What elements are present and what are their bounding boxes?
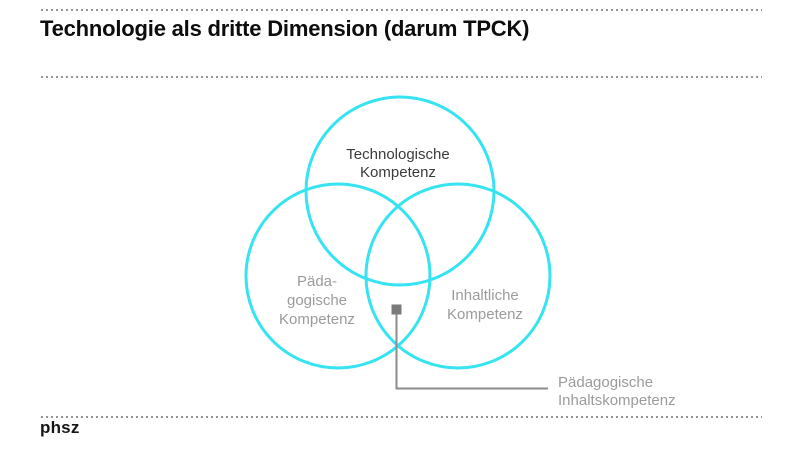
divider-under-title xyxy=(41,76,762,78)
label-inhaltliche-kompetenz: Inhaltliche Kompetenz xyxy=(447,287,523,323)
callout-paedagogische-inhaltskompetenz: Pädagogische Inhaltskompetenz xyxy=(558,374,676,409)
label-technological-kompetenz: Technologische Kompetenz xyxy=(346,146,450,181)
circle-content xyxy=(364,182,552,370)
label-paedagogische-kompetenz: Päda- gogische Kompetenz xyxy=(279,273,355,328)
callout-connector-line xyxy=(395,314,548,390)
intersection-marker xyxy=(391,304,402,315)
circle-technological xyxy=(304,95,496,287)
circle-pedagogical xyxy=(244,182,432,370)
slide-title: Technologie als dritte Dimension (darum … xyxy=(40,16,530,41)
divider-footer xyxy=(41,416,762,418)
logo-phsz: phsz xyxy=(40,418,80,437)
divider-top xyxy=(41,9,762,11)
